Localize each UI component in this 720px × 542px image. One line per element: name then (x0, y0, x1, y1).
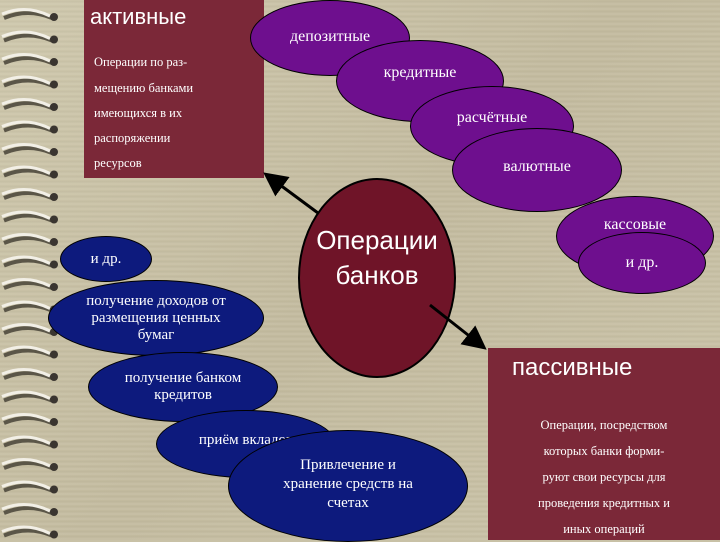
binding-hole (50, 103, 58, 111)
binding-ring (1, 188, 51, 198)
binding-ring (1, 75, 51, 85)
arrow-to-active (263, 172, 319, 215)
binding-ring (1, 525, 51, 535)
active-item-other: и др. (578, 232, 706, 294)
binding-ring (1, 233, 51, 243)
binding-ring (1, 278, 51, 288)
binding-hole (50, 418, 58, 426)
binding-ring (1, 323, 51, 333)
passive-item-securities: получение доходов от размещения ценных б… (48, 280, 264, 356)
binding-hole (50, 193, 58, 201)
binding-ring (1, 120, 51, 130)
binding-hole (50, 238, 58, 246)
passive-desc-line: которых банки форми- (543, 444, 665, 458)
binding-ring (1, 143, 51, 153)
active-title: активные (90, 4, 187, 29)
binding-ring (1, 368, 51, 378)
binding-hole (50, 13, 58, 21)
binding-hole (50, 373, 58, 381)
active-desc-line: ресурсов (94, 156, 142, 170)
binding-hole (50, 485, 58, 494)
passive-title: пассивные (512, 354, 633, 381)
passive-box: пассивные Операции, посредством которых … (488, 348, 720, 540)
binding-ring (1, 165, 51, 175)
binding-hole (50, 215, 58, 224)
binding-hole (50, 260, 58, 269)
binding-ring (1, 413, 51, 423)
arrow-to-passive (429, 303, 487, 350)
binding-ring (1, 300, 51, 310)
binding-ring (1, 435, 51, 445)
active-desc-line: Операции по раз- (94, 55, 188, 69)
binding-hole (50, 35, 58, 44)
binding-hole (50, 80, 58, 89)
binding-ring (1, 30, 51, 40)
binding-hole (50, 125, 58, 134)
passive-item-other: и др. (60, 236, 152, 282)
binding-hole (50, 350, 58, 359)
active-box: активные Операции по раз- мещению банкам… (84, 0, 264, 178)
passive-desc-line: иных операций (563, 522, 645, 536)
binding-hole (50, 395, 58, 404)
binding-ring (1, 390, 51, 400)
binding-hole (50, 463, 58, 471)
active-desc-line: распоряжении (94, 131, 171, 145)
binding-hole (50, 530, 58, 539)
active-desc-line: мещению банками (94, 81, 194, 95)
passive-desc-line: Операции, посредством (540, 418, 668, 432)
binding-ring (1, 480, 51, 490)
binding-hole (50, 170, 58, 179)
binding-ring (1, 53, 51, 63)
binding-hole (50, 148, 58, 156)
binding-ring (1, 345, 51, 355)
passive-desc-line: проведения кредитных и (538, 496, 670, 510)
binding-ring (1, 210, 51, 220)
binding-ring (1, 98, 51, 108)
binding-ring (1, 458, 51, 468)
center-line-1: Операции (316, 225, 438, 255)
binding-hole (50, 440, 58, 449)
binding-hole (50, 508, 58, 516)
binding-ring (1, 503, 51, 513)
spiral-binding (1, 8, 58, 539)
binding-ring (1, 8, 51, 18)
center-line-2: банков (335, 260, 419, 290)
binding-hole (50, 283, 58, 291)
passive-item-accounts: Привлечение и хранение средств на счетах (228, 430, 468, 542)
active-item-currency: валютные (452, 128, 622, 212)
active-desc-line: имеющихся в их (94, 106, 183, 120)
passive-desc-line: руют свои ресурсы для (542, 470, 666, 484)
binding-ring (1, 255, 51, 265)
binding-hole (50, 58, 58, 66)
center-node: Операции банков (298, 178, 456, 378)
